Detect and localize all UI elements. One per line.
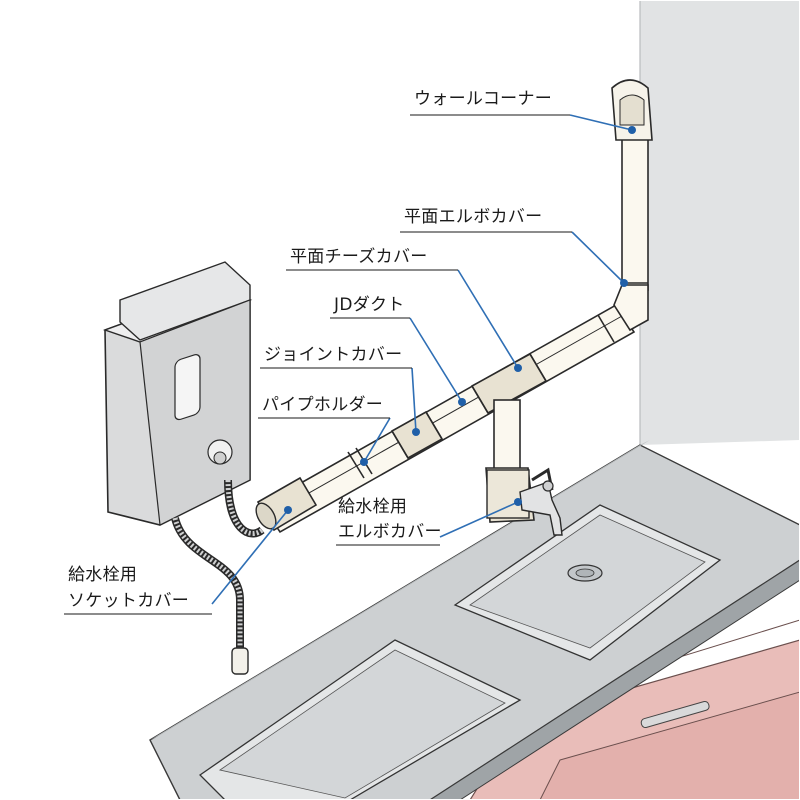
heater-window — [174, 354, 201, 421]
leaders — [211, 114, 636, 605]
water-heater — [102, 261, 253, 526]
label-faucet-socket-cover-1: 給水栓用 — [68, 565, 137, 585]
label-faucet-socket-cover-2: ソケットカバー — [68, 591, 189, 611]
callout-labels: ウォールコーナー 平面エルボカバー 平面チーズカバー JDダクト ジョイントカバ… — [64, 89, 572, 615]
drawer-handle — [640, 700, 710, 729]
label-jd-duct: JDダクト — [333, 295, 405, 315]
label-flat-elbow-cover: 平面エルボカバー — [404, 207, 542, 227]
sink-cabinet — [469, 619, 800, 800]
faucet — [519, 467, 563, 536]
label-flat-tee-cover: 平面チーズカバー — [290, 247, 428, 267]
label-faucet-elbow-cover-1: 給水栓用 — [338, 497, 407, 517]
label-wall-corner: ウォールコーナー — [414, 89, 552, 109]
label-faucet-elbow-cover-2: エルボカバー — [338, 522, 442, 542]
label-joint-cover: ジョイントカバー — [264, 345, 402, 365]
flex-hoses — [171, 479, 265, 675]
riser — [611, 79, 653, 332]
label-pipe-holder: パイプホルダー — [262, 395, 383, 415]
